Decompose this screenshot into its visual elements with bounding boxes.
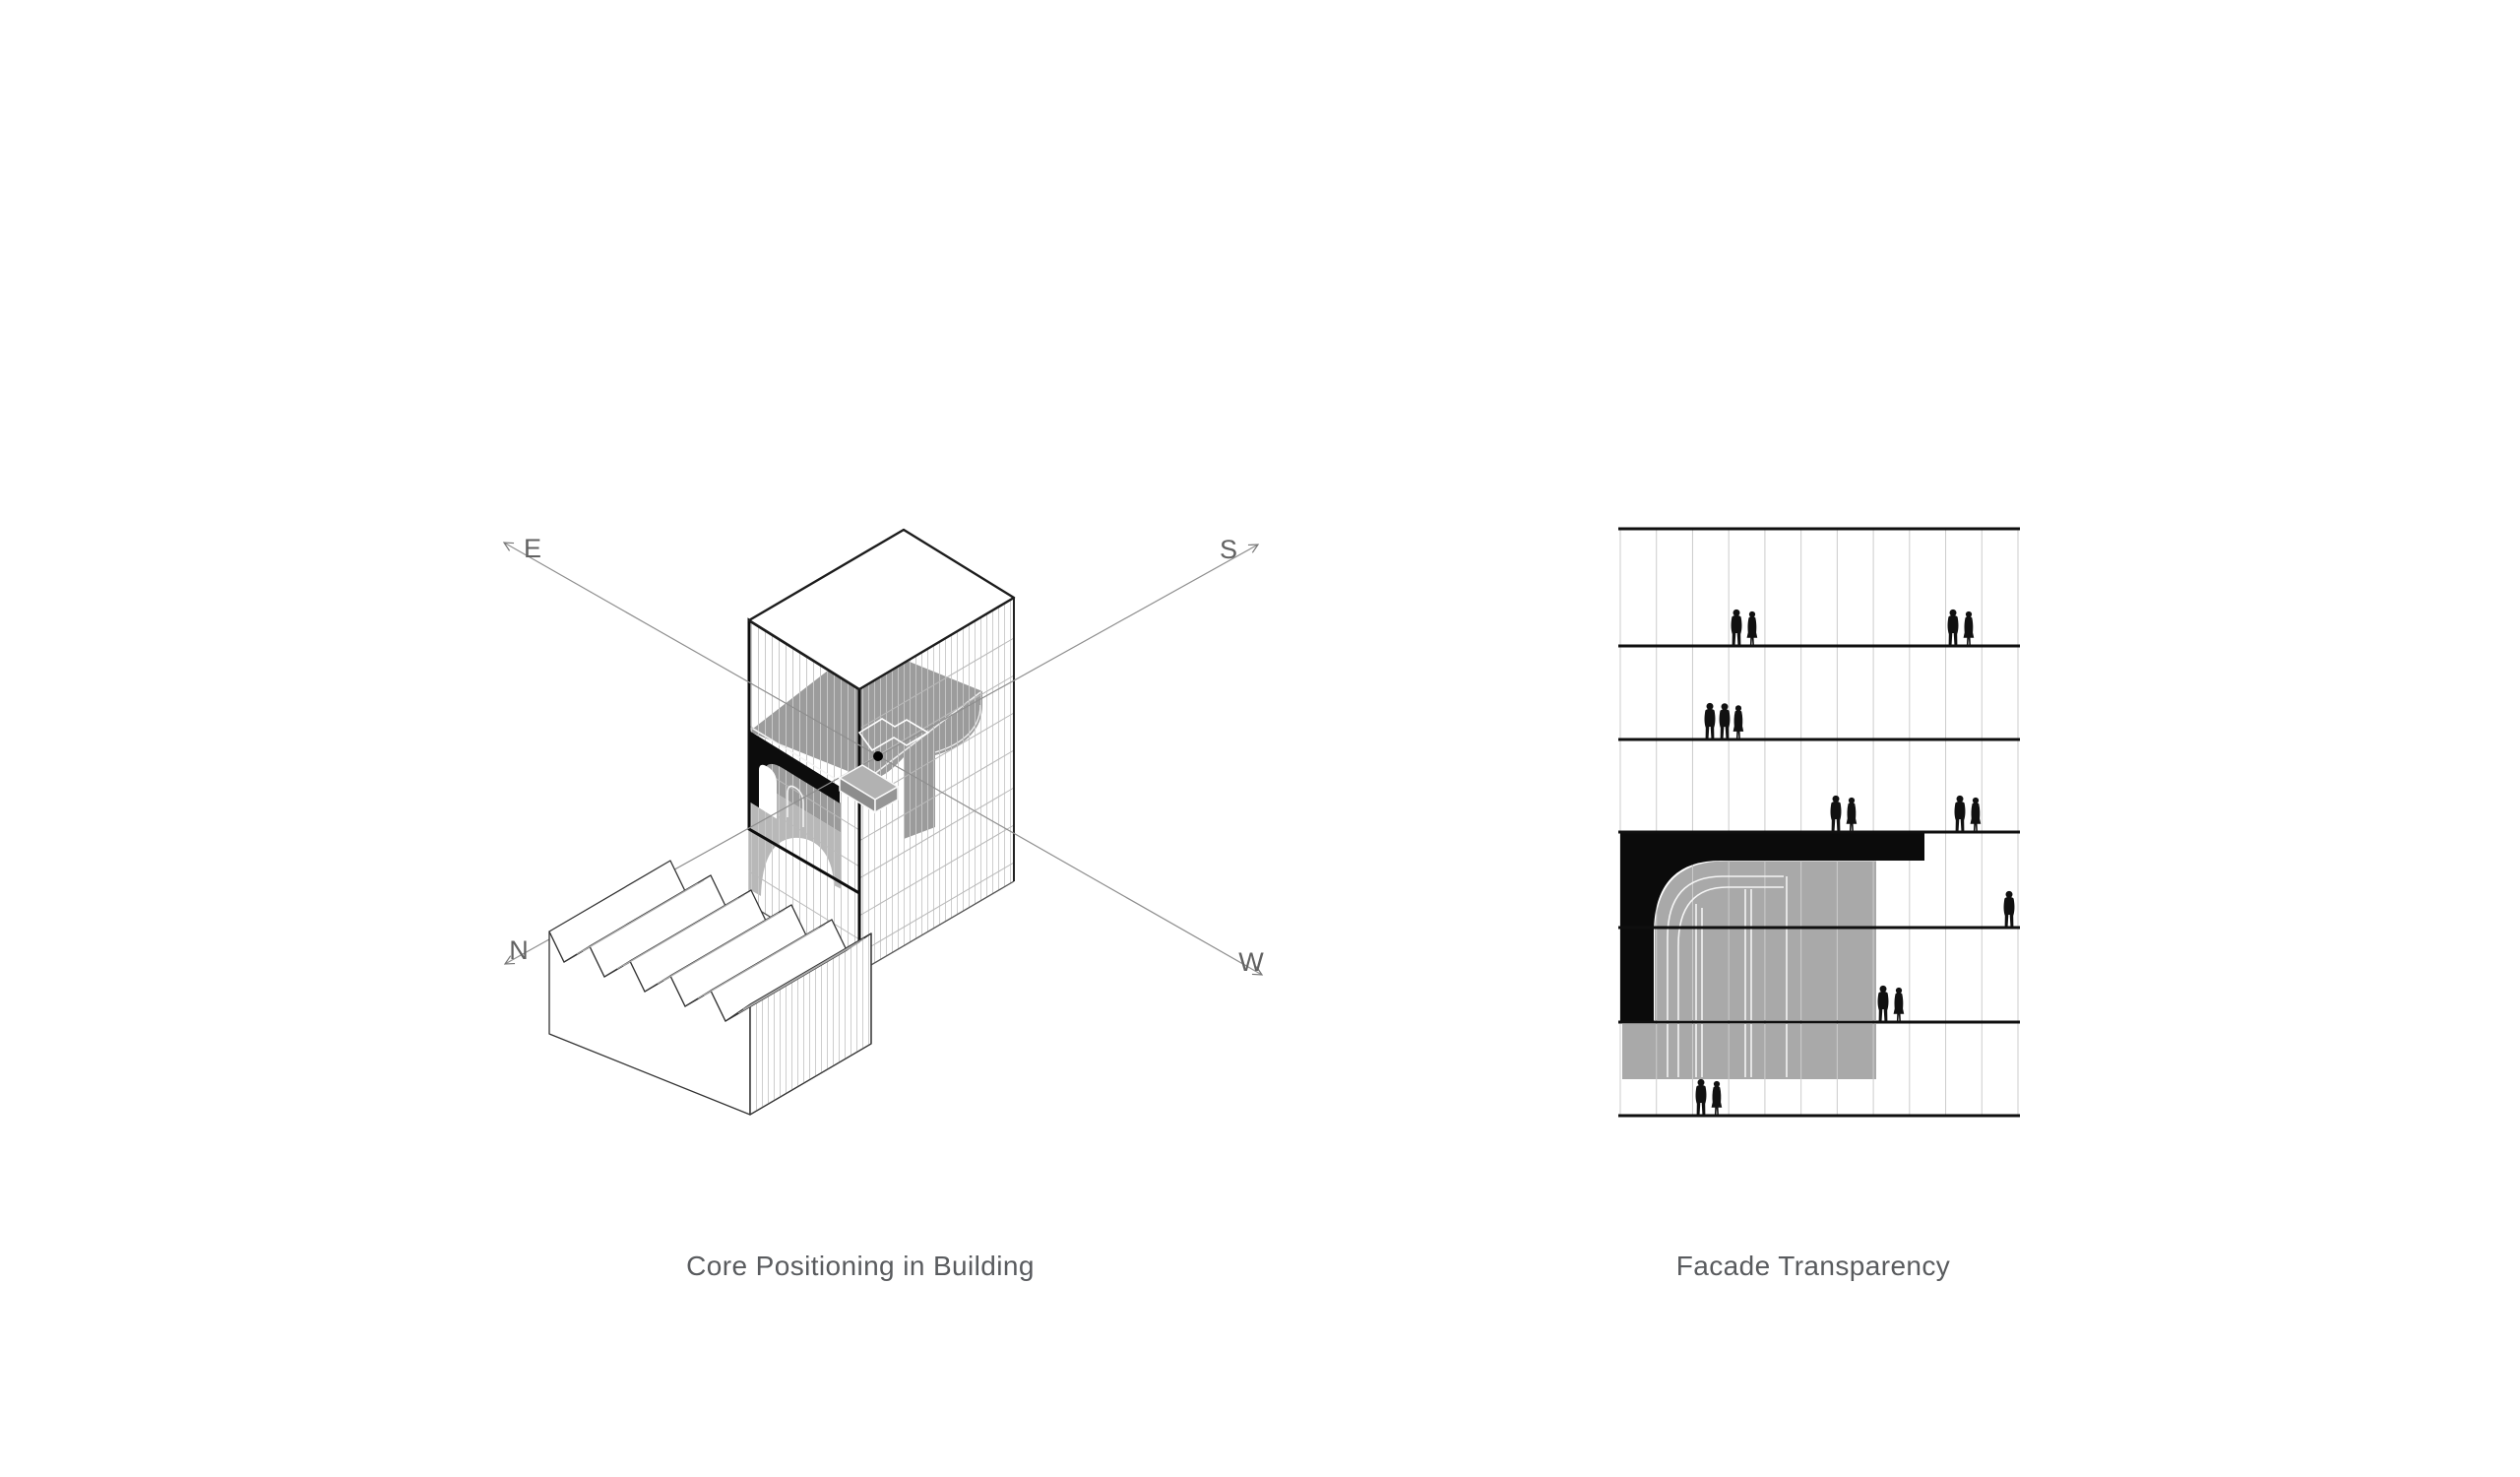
small-arch-outline bbox=[787, 785, 804, 827]
compass-label-north: N bbox=[509, 935, 529, 965]
person-silhouette bbox=[1954, 795, 1966, 832]
axis-east-west bbox=[503, 542, 1263, 976]
person-silhouette bbox=[1970, 797, 1982, 832]
core-section-arch-void bbox=[759, 764, 777, 819]
core-positioning-diagram: E S N W bbox=[502, 528, 1264, 1116]
right-facade-hatch bbox=[859, 598, 1014, 972]
person-silhouette bbox=[1893, 987, 1905, 1022]
facade-core-gray-lower bbox=[1622, 1024, 1876, 1079]
tower-roof bbox=[747, 528, 1016, 691]
compass-label-west: W bbox=[1238, 947, 1264, 977]
person-silhouette bbox=[1695, 1078, 1707, 1116]
left-figure-title: Core Positioning in Building bbox=[686, 1251, 1035, 1281]
podium bbox=[548, 860, 872, 1116]
person-silhouette bbox=[1711, 1080, 1723, 1116]
core-plan-outline bbox=[857, 718, 930, 752]
facade-tracery bbox=[1667, 875, 1788, 1077]
slab-top-highlight bbox=[752, 728, 845, 785]
person-silhouette bbox=[1963, 610, 1975, 646]
person-silhouette bbox=[1877, 985, 1889, 1022]
arrowhead-west bbox=[1251, 966, 1264, 976]
facade-core-gray bbox=[1655, 861, 1876, 1020]
person-silhouette bbox=[1732, 705, 1744, 739]
person-silhouette bbox=[2003, 890, 2015, 928]
person-silhouette bbox=[1947, 609, 1959, 646]
compass-label-south: S bbox=[1220, 535, 1237, 564]
facade-transparency-diagram bbox=[1618, 527, 2020, 1118]
facade-core-black bbox=[1620, 832, 1924, 1022]
core-plinth-box bbox=[838, 764, 900, 814]
arrowhead-south bbox=[1247, 544, 1260, 553]
person-silhouette bbox=[1731, 609, 1742, 646]
person-silhouette bbox=[1846, 797, 1858, 832]
compass-labels: E S N W bbox=[509, 534, 1264, 977]
facade-floor-lines bbox=[1618, 527, 2020, 1118]
person-silhouette bbox=[1746, 610, 1758, 646]
compass-arrowheads bbox=[502, 542, 1264, 976]
core-section-cut bbox=[749, 731, 840, 811]
core-center-dot bbox=[873, 751, 883, 761]
sawtooth-glazing-lines bbox=[576, 879, 865, 1014]
arrowhead-east bbox=[502, 542, 515, 551]
person-silhouette bbox=[1704, 702, 1716, 739]
person-silhouette bbox=[1830, 795, 1842, 832]
right-figure-title: Facade Transparency bbox=[1675, 1251, 1951, 1281]
compass-label-east: E bbox=[524, 534, 541, 563]
arrowhead-north bbox=[503, 955, 516, 965]
